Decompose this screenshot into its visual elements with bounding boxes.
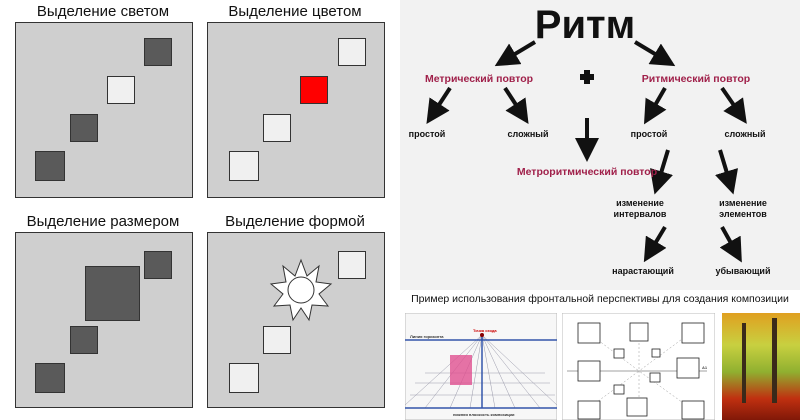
panel-title-light: Выделение светом (36, 3, 170, 20)
square (229, 151, 259, 181)
interval-change-label: интервалов (614, 209, 667, 219)
arrows (426, 40, 747, 263)
highlighted-square (300, 76, 328, 104)
star-shape (269, 258, 333, 322)
square (70, 114, 98, 142)
diagram-title: Ритм (535, 3, 635, 47)
square (70, 326, 98, 354)
metrorhythmic-repeat-label: Метроритмический повтор (517, 166, 657, 178)
highlighted-square (107, 76, 135, 104)
panel-color (207, 22, 385, 198)
square (263, 326, 291, 354)
rhythmic-repeat-label: Ритмический повтор (642, 73, 750, 85)
square (263, 114, 291, 142)
perspective-grid-image: Линия горизонта Точка схода нижняя плоск… (405, 313, 557, 420)
rhythm-diagram: Ритм Метрический повтор Ритмический повт… (400, 0, 800, 290)
metric-repeat-label: Метрический повтор (425, 73, 533, 85)
square (338, 251, 366, 279)
plus-icon (580, 70, 594, 84)
bottom-plane-label: нижняя плоскость композиции (453, 412, 515, 417)
panel-title-shape: Выделение формой (225, 213, 365, 230)
example-title: Пример использования фронтальной перспек… (411, 293, 789, 305)
panel-light (15, 22, 193, 198)
panel-shape (207, 232, 385, 408)
complex-label: сложный (507, 129, 548, 139)
square (35, 363, 65, 393)
element-change-label: изменение (719, 198, 767, 208)
perspective-cubes-image: A1 (562, 313, 715, 420)
vanishing-point-label: Точка схода (473, 328, 497, 333)
square (144, 251, 172, 279)
square (144, 38, 172, 66)
panel-title-color: Выделение цветом (228, 3, 362, 20)
increasing-label: нарастающий (612, 266, 674, 276)
horizon-label: Линия горизонта (410, 334, 444, 339)
simple-label: простой (631, 129, 668, 139)
decreasing-label: убывающий (715, 266, 770, 276)
square (35, 151, 65, 181)
panel-title-size: Выделение размером (26, 213, 180, 230)
axis-label: A1 (702, 365, 708, 370)
complex-label: сложный (724, 129, 765, 139)
square (229, 363, 259, 393)
simple-label: простой (409, 129, 446, 139)
element-change-label: элементов (719, 209, 767, 219)
panel-size (15, 232, 193, 408)
autumn-painting-image (722, 313, 800, 420)
interval-change-label: изменение (616, 198, 664, 208)
square (338, 38, 366, 66)
highlighted-square (85, 266, 140, 321)
